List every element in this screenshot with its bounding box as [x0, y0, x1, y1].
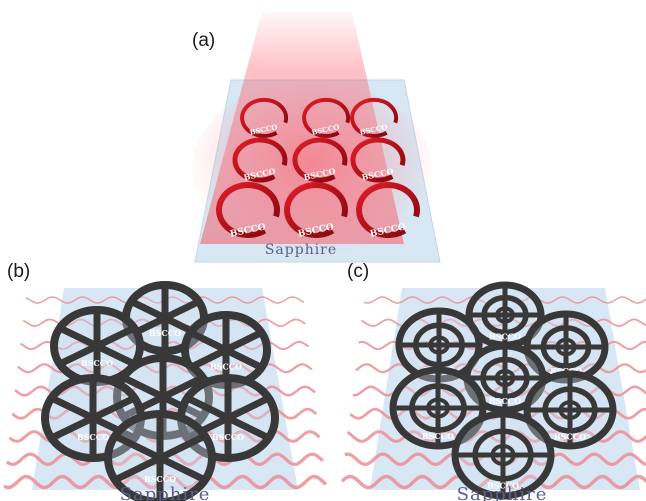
panel-a-substrate-label: Sapphire [265, 242, 337, 258]
wheel-device-label: BSCCO [212, 432, 244, 442]
wheel-device-label: BSCCO [81, 358, 113, 368]
wave-ribbon [3, 474, 328, 490]
wheel-device-label: BSCCO [77, 432, 109, 442]
target-resonator: BSCCO [523, 370, 617, 450]
target-device-label: BSCCO [422, 431, 454, 441]
target-resonator: BSCCO [389, 366, 487, 450]
panel-b-substrate-label: Sapphire [120, 484, 211, 501]
target-device-label: BSCCO [489, 396, 521, 406]
target-resonator: BSCCO [451, 410, 555, 500]
panel-b: (b) BSCCOBSCCOBSCCOBSCCOBSCCOBSCCOBSCCO … [3, 261, 328, 501]
laser-spot [192, 80, 432, 260]
panel-c-label: (c) [347, 261, 369, 282]
split-ring-resonator: BSCCO [232, 137, 288, 183]
wheel-device-label: BSCCO [210, 361, 242, 371]
panel-a-label: (a) [192, 30, 215, 51]
wheel-device-label: BSCCO [144, 474, 176, 484]
split-ring-resonator: BSCCO [240, 97, 289, 138]
wheel-resonator: BSCCO [50, 306, 144, 386]
split-ring-resonator: BSCCO [350, 97, 399, 138]
split-ring-resonator: BSCCO [350, 137, 406, 183]
wheel-resonator: BSCCO [104, 410, 216, 501]
panel-b-label: (b) [7, 261, 30, 282]
split-ring-resonator: BSCCO [302, 97, 351, 138]
target-device-label: BSCCO [554, 432, 586, 442]
target-device-label: BSCCO [489, 332, 521, 342]
target-device-label: BSCCO [487, 481, 519, 491]
split-ring-resonator: BSCCO [292, 137, 348, 183]
wheel-resonator: BSCCO [122, 281, 208, 355]
panel-c-substrate-label: Sapphire [457, 484, 548, 501]
wheel-device-label: BSCCO [149, 328, 181, 338]
